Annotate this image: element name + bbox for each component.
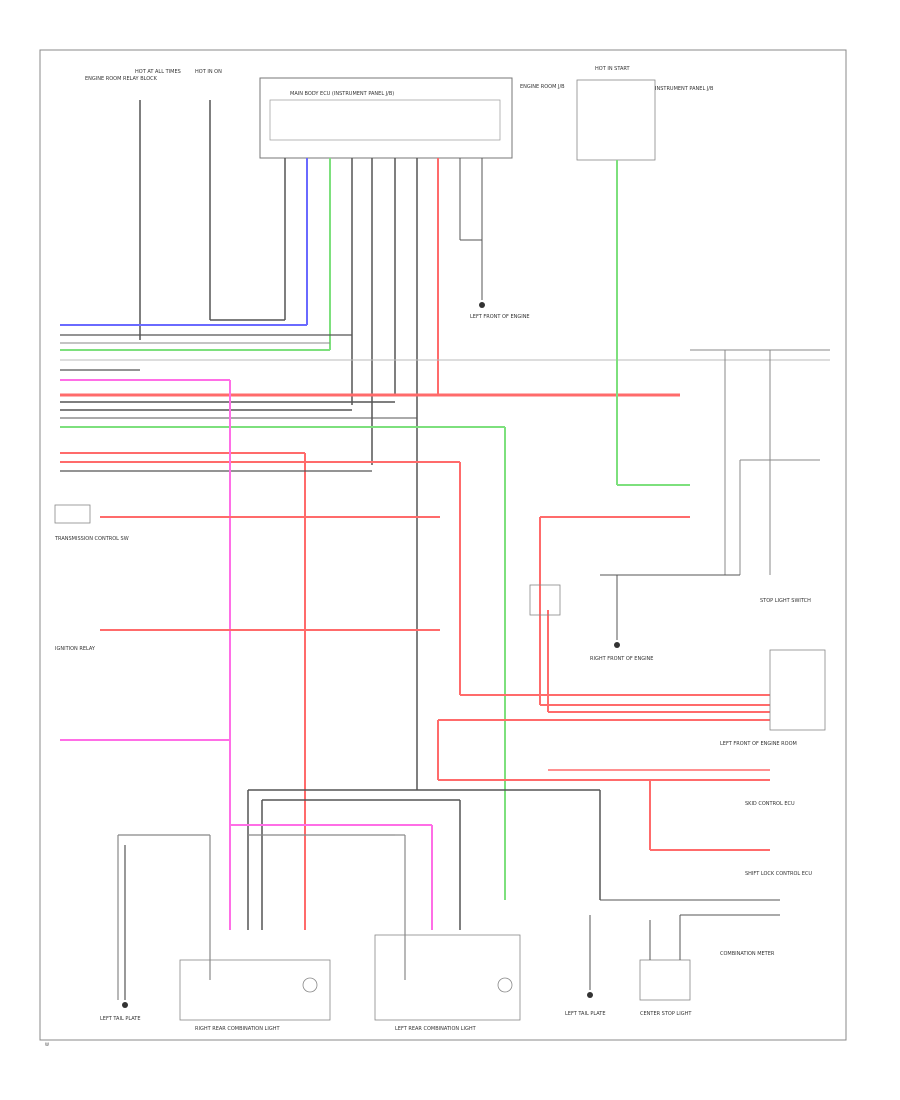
label-skid-control: SKID CONTROL ECU	[745, 801, 795, 807]
label-transmission-control: TRANSMISSION CONTROL SW	[54, 536, 129, 542]
label-rear-comb-right: RIGHT REAR COMBINATION LIGHT	[195, 1026, 280, 1032]
label-rear-comb-left: LEFT REAR COMBINATION LIGHT	[395, 1026, 477, 1032]
relay-box-right	[529, 584, 561, 616]
diagram-frame	[39, 49, 847, 1041]
label-hot-in-start: HOT IN START	[595, 66, 631, 72]
label-hot-at-all-times: HOT AT ALL TIMES	[135, 69, 181, 75]
diagram-code: W	[45, 1042, 49, 1047]
fuse-block-title: MAIN BODY ECU (INSTRUMENT PANEL J/B)	[290, 91, 394, 97]
label-ground-left-front: LEFT FRONT OF ENGINE	[470, 314, 530, 320]
rear-lamp-left-box	[374, 934, 521, 1021]
label-ground-lp: LEFT TAIL PLATE	[100, 1016, 140, 1022]
label-hot-in-on: HOT IN ON	[195, 69, 222, 75]
label-instrument-panel: INSTRUMENT PANEL J/B	[655, 86, 714, 92]
label-stop-light-switch: STOP LIGHT SWITCH	[760, 598, 811, 604]
label-engine-room-relay: ENGINE ROOM RELAY BLOCK	[85, 76, 158, 82]
bulb-right-icon	[302, 977, 318, 993]
ground-point-3	[122, 1002, 128, 1008]
fuse-block-inner	[269, 99, 501, 141]
ground-point-4	[587, 992, 593, 998]
label-engine-room-block: ENGINE ROOM J/B	[520, 84, 565, 90]
center-stop-lamp-box	[639, 959, 691, 1001]
label-left-front-engine: LEFT FRONT OF ENGINE ROOM	[720, 741, 797, 747]
tcm-box	[54, 504, 91, 524]
label-shift-lock: SHIFT LOCK CONTROL ECU	[745, 871, 812, 877]
fuse-block-main	[259, 77, 513, 159]
label-ground-right-front: RIGHT FRONT OF ENGINE	[590, 656, 653, 662]
fuse-block-right	[576, 79, 656, 161]
ground-point-1	[479, 302, 485, 308]
label-center-stop-lamp: CENTER STOP LIGHT	[640, 1011, 692, 1017]
bulb-left-icon	[497, 977, 513, 993]
rear-lamp-right-box	[179, 959, 331, 1021]
ground-point-2	[614, 642, 620, 648]
connector-box-right	[769, 649, 826, 731]
label-ground-lp-2: LEFT TAIL PLATE	[565, 1011, 605, 1017]
label-ignition-relay: IGNITION RELAY	[55, 646, 96, 652]
label-combination-meter: COMBINATION METER	[720, 951, 775, 957]
